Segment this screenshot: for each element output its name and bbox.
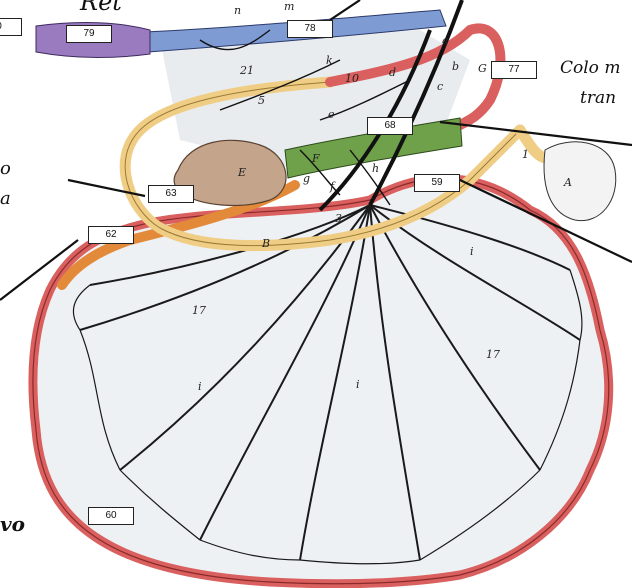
label-n: n: [234, 4, 241, 17]
label-box-62: 62: [88, 226, 134, 244]
label-F: F: [311, 152, 320, 165]
label-c: c: [437, 80, 443, 93]
label-e: e: [328, 108, 335, 121]
green-segment: [284, 117, 463, 179]
label-G: G: [478, 62, 487, 75]
label-d: d: [389, 66, 396, 79]
label-10: 10: [345, 72, 359, 85]
label-17-right: 17: [486, 348, 500, 361]
label-box-59: 59: [414, 174, 460, 192]
label-box-79: 79: [66, 25, 112, 43]
label-h: h: [372, 162, 379, 175]
handwritten-o: o: [0, 158, 11, 179]
label-box-60: 60: [88, 507, 134, 525]
label-b: b: [452, 60, 459, 73]
label-k: k: [326, 54, 333, 67]
label-box-63: 63: [148, 185, 194, 203]
handwritten-vo: vo: [0, 512, 25, 536]
label-f: f: [329, 180, 336, 193]
yellow-to-A: [514, 124, 551, 164]
fan-outline: [32, 178, 610, 585]
handwritten-colon: Colo m: [560, 58, 621, 78]
leader-lines: [0, 0, 632, 301]
label-5: 5: [258, 94, 265, 107]
yellow-colon-loop-edge: [124, 81, 521, 247]
label-E: E: [237, 166, 246, 179]
red-arc: [325, 23, 506, 130]
handwritten-ret: Ret: [80, 0, 122, 16]
label-21: 21: [239, 64, 254, 77]
fan-arcades: [72, 269, 583, 565]
label-17-left: 17: [192, 304, 206, 317]
handwritten-a: a: [0, 188, 11, 209]
label-3: 3: [335, 212, 342, 225]
label-box-0: 0: [0, 18, 22, 36]
label-B: B: [261, 237, 270, 250]
label-box-78: 78: [287, 20, 333, 38]
branch-vessels: [199, 29, 411, 206]
label-i-center: i: [356, 378, 360, 391]
label-box-77: 77: [491, 61, 537, 79]
label-a-small: a: [442, 34, 449, 47]
label-i-left: i: [198, 380, 202, 393]
structure-A: [543, 141, 617, 222]
label-g: g: [303, 172, 310, 185]
label-m: m: [284, 0, 294, 13]
label-1: 1: [522, 148, 529, 161]
label-box-68: 68: [367, 117, 413, 135]
handwritten-tran: tran: [580, 88, 617, 108]
label-i-right: i: [470, 245, 474, 258]
label-A: A: [563, 176, 572, 189]
